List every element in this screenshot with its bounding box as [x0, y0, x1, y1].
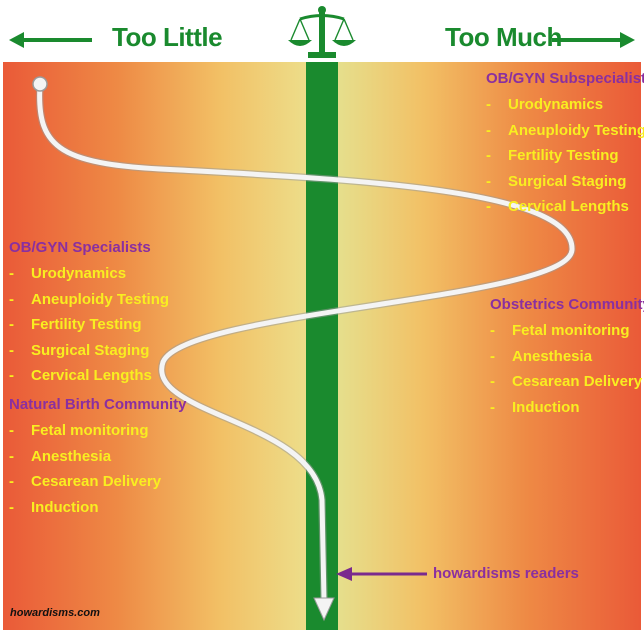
obstetrics-block: Obstetrics Community -Fetal monitoring -…: [490, 296, 644, 424]
list-item: -Anesthesia: [490, 347, 593, 365]
subspecialists-title: OB/GYN Subspecialists: [486, 70, 644, 87]
list-item: -Cervical Lengths: [486, 198, 629, 215]
list-item: -Fertility Testing: [9, 316, 142, 333]
balance-scale-icon: [288, 6, 356, 58]
list-item: -Cesarean Delivery: [490, 373, 643, 390]
natural-birth-block: Natural Birth Community -Fetal monitorin…: [9, 396, 187, 524]
natural-birth-title: Natural Birth Community: [9, 396, 187, 413]
specialists-block: OB/GYN Specialists -Urodynamics -Aneuplo…: [9, 239, 169, 393]
list-item: -Cervical Lengths: [9, 367, 152, 384]
list-item: -Urodynamics: [9, 265, 127, 282]
list-item: -Urodynamics: [486, 96, 604, 113]
list-item: -Surgical Staging: [486, 172, 627, 190]
obstetrics-title: Obstetrics Community: [490, 296, 644, 313]
too-much-label: Too Much: [445, 22, 562, 52]
list-item: -Surgical Staging: [9, 341, 150, 359]
list-item: -Fetal monitoring: [490, 322, 630, 339]
list-item: -Induction: [490, 398, 580, 416]
subspecialists-block: OB/GYN Subspecialists -Urodynamics -Aneu…: [486, 70, 644, 224]
list-item: -Aneuploidy Testing: [486, 121, 644, 139]
too-little-label: Too Little: [112, 22, 223, 52]
specialists-title: OB/GYN Specialists: [9, 239, 151, 256]
meander-path-fill: [37, 81, 575, 603]
path-arrowhead: [313, 597, 335, 622]
header-arrows: [9, 32, 635, 48]
list-item: -Induction: [9, 498, 99, 516]
readers-label: howardisms readers: [433, 565, 579, 582]
site-credit: howardisms.com: [10, 607, 100, 619]
readers-arrow: [336, 567, 427, 581]
list-item: -Anesthesia: [9, 447, 112, 465]
list-item: -Aneuploidy Testing: [9, 290, 170, 308]
list-item: -Fertility Testing: [486, 147, 619, 164]
list-item: -Cesarean Delivery: [9, 473, 162, 490]
path-start-dot: [32, 76, 48, 92]
right-arrow: [552, 32, 635, 48]
list-item: -Fetal monitoring: [9, 422, 149, 439]
left-arrow: [9, 32, 92, 48]
